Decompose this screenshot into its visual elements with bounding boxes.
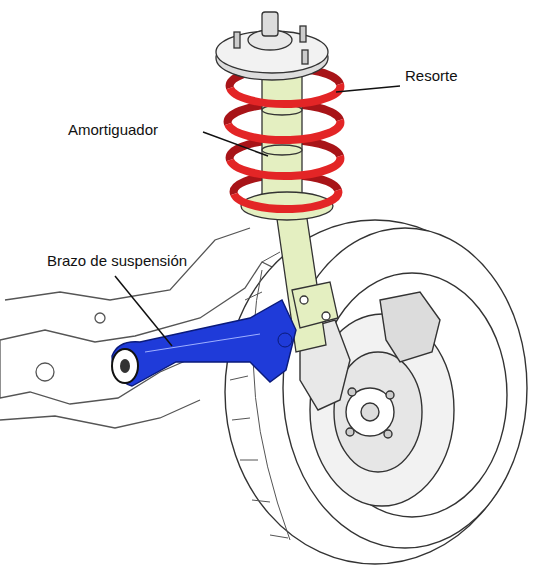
- mount-stud: [234, 32, 240, 48]
- part-label: Amortiguador: [68, 121, 158, 139]
- mount-plate: [216, 31, 328, 73]
- bushing: [112, 349, 138, 383]
- subframe-edge: [0, 400, 200, 428]
- leader-line: [336, 86, 400, 92]
- control-arm-rib: [145, 334, 260, 352]
- hub-nut: [361, 403, 379, 421]
- part-label: Resorte: [405, 67, 458, 85]
- subframe-hole: [95, 313, 105, 323]
- wheel-bolt: [346, 428, 354, 436]
- leader-line: [203, 132, 268, 156]
- bracket-bolt: [322, 312, 330, 320]
- spring-front: [228, 84, 340, 209]
- wheel-bolt: [386, 391, 394, 399]
- mount-stud: [300, 26, 306, 42]
- mount-stud: [302, 50, 308, 64]
- spring-coil: [234, 190, 338, 209]
- subframe-edge: [5, 228, 250, 300]
- spring-coil: [228, 120, 340, 140]
- strut-bracket: [292, 282, 338, 328]
- part-label: Brazo de suspensión: [47, 252, 187, 270]
- bracket-bolt: [300, 296, 308, 304]
- mount-nut: [262, 12, 278, 36]
- ball-joint: [278, 333, 292, 347]
- bushing-core: [120, 359, 130, 373]
- dust-boot-ring: [262, 145, 302, 155]
- brake-caliper: [380, 292, 440, 362]
- spring-coil: [230, 84, 340, 104]
- subframe-hole: [36, 363, 54, 381]
- tire-sidewall: [283, 228, 527, 548]
- control-arm-body: [112, 300, 296, 386]
- control-arm: [112, 300, 296, 386]
- leader-line: [115, 276, 172, 346]
- top-mount: [216, 12, 328, 80]
- wheel-bolt: [348, 388, 356, 396]
- hub: [346, 388, 394, 436]
- wheel: [225, 218, 527, 564]
- wheel-bolt: [384, 430, 392, 438]
- spring-coil: [230, 156, 340, 176]
